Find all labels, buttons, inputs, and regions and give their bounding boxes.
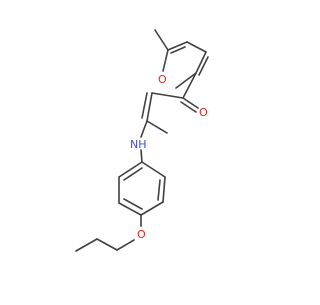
bond-cbeta-n — [140, 120, 148, 138]
bond-c2-c3 — [195, 51, 207, 74]
bond-calpha-cbeta — [146, 92, 153, 122]
bond-c1-c2 — [96, 238, 118, 251]
bond-carbonyl-calpha — [151, 92, 184, 99]
bond-methyl-c5 — [154, 29, 169, 51]
molecule-structure: O O NH O — [75, 29, 209, 252]
structure-canvas: O O NH O — [75, 29, 209, 252]
bond-ph-4-double — [123, 198, 143, 210]
bond-cbeta-methyl — [146, 120, 168, 134]
bond-c3-c4 — [186, 41, 207, 53]
bond-n-phenyl — [140, 149, 143, 163]
atom-label-carbonyl-oxygen: O — [199, 106, 208, 119]
atom-label-ether-oxygen: O — [137, 228, 146, 241]
bond-ph-2 — [162, 176, 166, 203]
bond-o1-c2 — [175, 72, 197, 89]
bond-ph-4 — [118, 202, 142, 216]
bond-c4-c5 — [167, 41, 188, 51]
bond-ph-3 — [140, 201, 164, 216]
bond-ph-6-double — [123, 167, 143, 181]
bond-c5-o1 — [162, 49, 169, 72]
bond-o-c1 — [116, 239, 135, 251]
bond-c2-carbonyl — [182, 72, 197, 99]
bond-c4-c5-double — [170, 46, 186, 54]
bond-ph-2-double — [157, 179, 161, 201]
bond-ph-1 — [141, 161, 166, 178]
bond-carbonyl-o — [182, 97, 199, 109]
atom-label-furan-oxygen: O — [158, 73, 167, 86]
atom-label-amine-nitrogen: NH — [130, 138, 147, 151]
bond-calpha-cbeta-double — [141, 92, 148, 119]
bond-ph-6 — [118, 161, 143, 178]
bond-c2-c3-double — [198, 56, 209, 76]
bond-c2-c3-chain — [75, 238, 98, 252]
bond-carbonyl-o-double — [180, 101, 197, 113]
